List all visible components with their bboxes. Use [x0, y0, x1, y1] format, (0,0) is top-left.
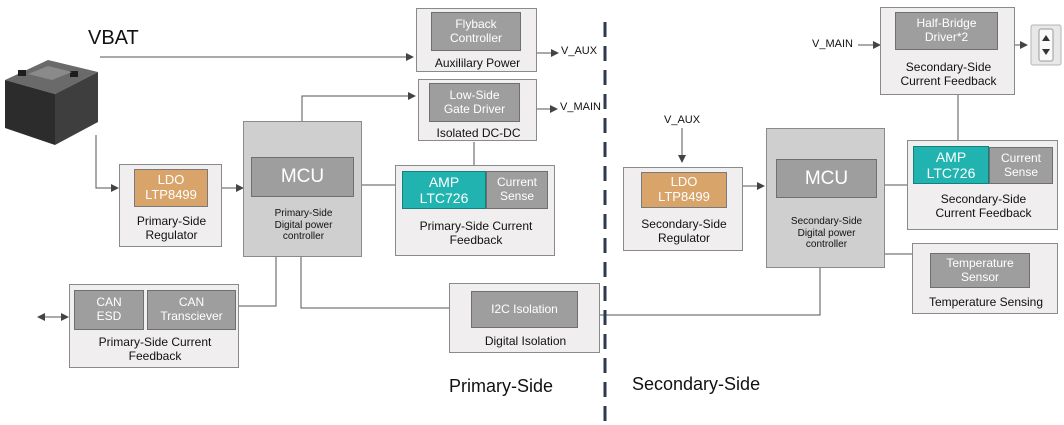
low-side-gate-driver-block: Low-Side Gate Driver: [429, 83, 520, 122]
secondary-ldo-block: LDO LTP8499: [641, 172, 727, 208]
can-transceiver-block: CAN Transciever: [147, 290, 236, 330]
primary-ldo-block: LDO LTP8499: [134, 169, 208, 207]
isolated-dcdc-block: Low-Side Gate Driver Isolated DC-DC: [418, 79, 537, 141]
wire-battery-regulator: [95, 135, 119, 192]
half-bridge-block: Half-Bridge Driver*2 Secondary-Side Curr…: [880, 7, 1015, 95]
auxiliary-power-label: Auxililary Power: [434, 56, 521, 70]
temperature-sensor-block: Temperature Sensor: [930, 253, 1030, 288]
secondary-mcu-core: MCU: [776, 159, 877, 198]
secondary-regulator-label: Secondary-Side Regulator: [641, 217, 727, 245]
secondary-feedback-label: Secondary-Side Current Feedback: [935, 192, 1032, 220]
vaux-input-label: V_AUX: [664, 114, 701, 126]
primary-side-regulator-block: LDO LTP8499 Primary-Side Regulator: [119, 164, 222, 247]
temperature-sensing-label: Temperature Sensing: [928, 295, 1044, 309]
wire-mcu-isolation: [300, 257, 449, 309]
vmain-output-label: V_MAIN: [560, 101, 601, 113]
primary-current-feedback-block: AMP LTC726 Current Sense Primary-Side Cu…: [395, 165, 555, 256]
temperature-sensing-block: Temperature Sensor Temperature Sensing: [912, 243, 1058, 314]
digital-isolation-block: I2C Isolation Digital Isolation: [449, 283, 600, 353]
secondary-mcu-block: MCU Secondary-Side Digital power control…: [766, 128, 885, 268]
isolated-dcdc-label: Isolated DC-DC: [436, 126, 521, 140]
vaux-output-label: V_AUX: [561, 45, 598, 57]
secondary-current-sense-block: Current Sense: [989, 147, 1053, 184]
i2c-isolation-block: I2C Isolation: [471, 291, 578, 328]
car-battery-icon: [5, 60, 98, 145]
primary-feedback-label: Primary-Side Current Feedback: [419, 219, 533, 247]
secondary-amp-block: AMP LTC726: [913, 146, 989, 184]
primary-mcu-core: MCU: [251, 157, 354, 197]
primary-current-sense-block: Current Sense: [486, 171, 548, 209]
primary-regulator-label: Primary-Side Regulator: [136, 214, 207, 242]
half-bridge-driver-block: Half-Bridge Driver*2: [895, 12, 998, 50]
can-label: Primary-Side Current Feedback: [98, 335, 212, 363]
vmain-input-label: V_MAIN: [812, 38, 853, 50]
half-bridge-label: Secondary-Side Current Feedback: [900, 60, 997, 88]
can-esd-block: CAN ESD: [74, 290, 144, 330]
primary-mcu-label: Primary-Side Digital power controller: [274, 208, 333, 242]
auxiliary-power-block: Flyback Controller Auxililary Power: [416, 8, 537, 72]
secondary-current-feedback-block: AMP LTC726 Current Sense Secondary-Side …: [907, 140, 1058, 230]
digital-isolation-label: Digital Isolation: [484, 334, 567, 348]
flyback-controller-block: Flyback Controller: [431, 12, 521, 51]
secondary-side-label: Secondary-Side: [632, 374, 761, 394]
wire-isolation-secondary: [600, 268, 821, 316]
primary-amp-block: AMP LTC726: [402, 171, 486, 209]
wire-mcu-can: [238, 257, 277, 307]
vbat-label: VBAT: [88, 27, 139, 49]
can-block: CAN ESD CAN Transciever Primary-Side Cur…: [69, 284, 239, 368]
connector-icon: [1030, 24, 1062, 66]
primary-side-label: Primary-Side: [449, 376, 554, 396]
secondary-mcu-label: Secondary-Side Digital power controller: [790, 216, 863, 250]
primary-mcu-block: MCU Primary-Side Digital power controlle…: [243, 121, 362, 257]
wire-mcu-lowside: [301, 92, 416, 121]
secondary-side-regulator-block: LDO LTP8499 Secondary-Side Regulator: [623, 167, 743, 251]
